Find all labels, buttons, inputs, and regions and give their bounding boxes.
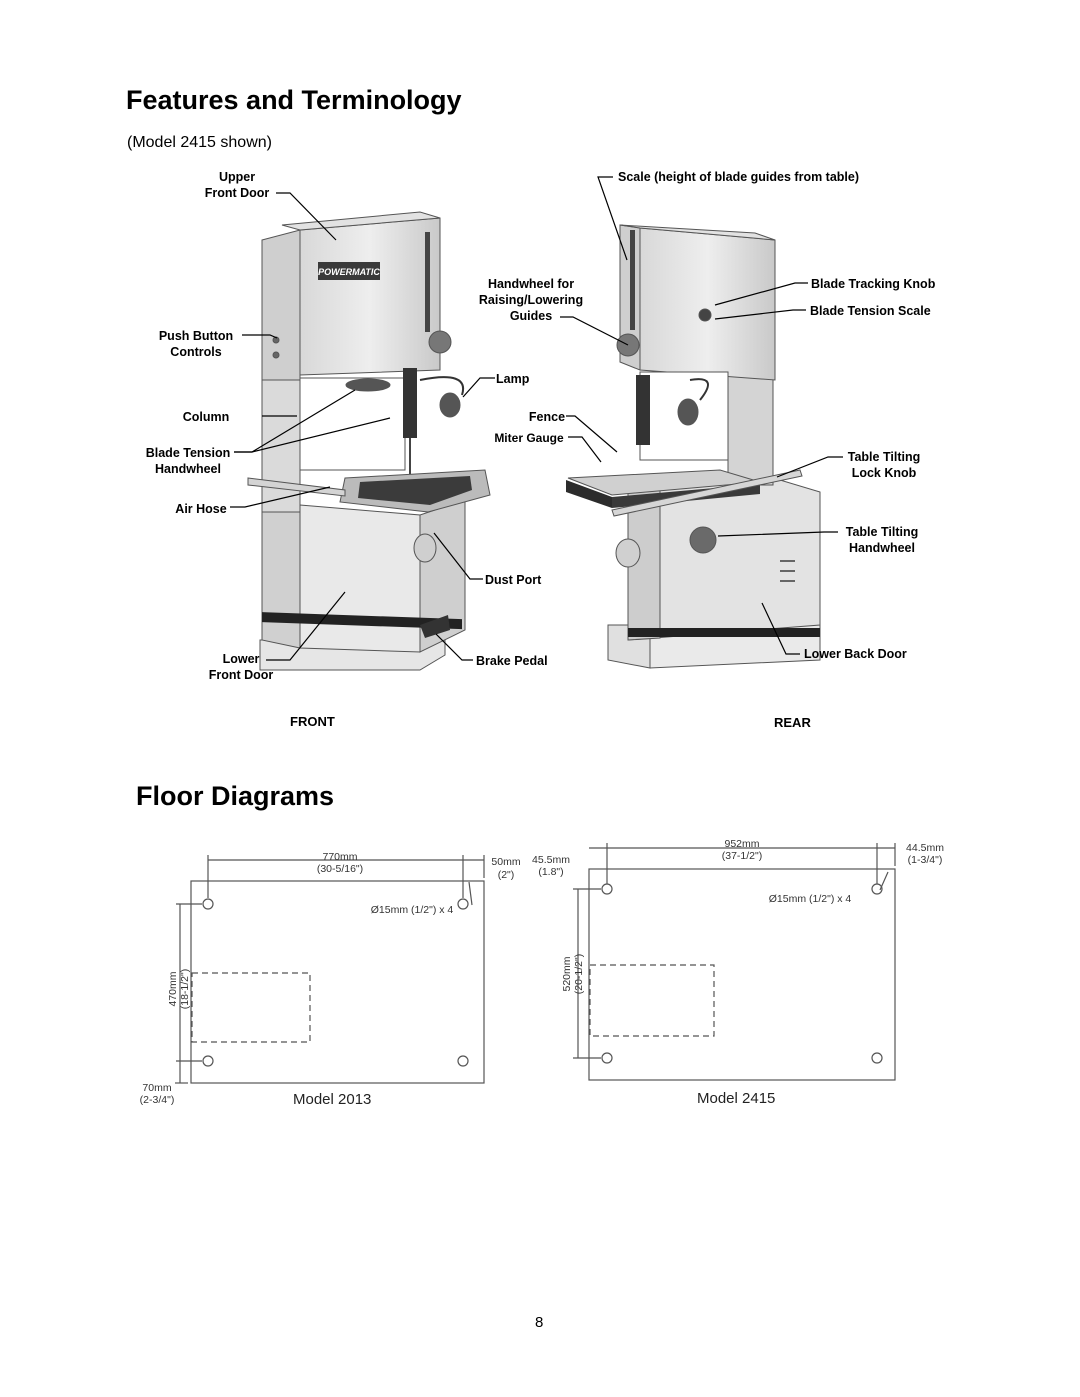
label-fence: Fence — [528, 410, 566, 424]
m2415-width-in: (37-1/2") — [721, 850, 763, 862]
m2415-left-offset-mm: 45.5mm — [532, 854, 570, 866]
m2013-holes: Ø15mm (1/2") x 4 — [370, 904, 454, 916]
model-2415-footprint — [573, 843, 896, 1081]
m2415-width-mm: 952mm — [724, 838, 760, 850]
m2013-height-mm: 470mm — [167, 971, 179, 1007]
rear-view-saw — [566, 224, 821, 669]
label-table-tilting-handwheel: Table Tilting Handwheel — [845, 525, 919, 555]
label-blade-tension-handwheel: Blade Tension Handwheel — [145, 446, 231, 476]
m2013-width-mm: 770mm — [322, 851, 358, 863]
m2415-right-offset-mm: 44.5mm — [906, 842, 944, 854]
m2013-height-in: (18-1/2") — [179, 968, 191, 1010]
label-column: Column — [182, 410, 230, 424]
label-blade-tracking-knob: Blade Tracking Knob — [811, 277, 936, 291]
model-shown-subtitle: (Model 2415 shown) — [127, 134, 272, 151]
label-table-tilting-lock-knob: Table Tilting Lock Knob — [847, 450, 921, 480]
model-2415-caption: Model 2415 — [697, 1090, 776, 1107]
label-blade-tension-scale: Blade Tension Scale — [810, 304, 931, 318]
m2013-width-in: (30-5/16") — [316, 863, 364, 875]
label-brake-pedal: Brake Pedal — [476, 654, 548, 668]
m2415-height-mm: 520mm — [561, 956, 573, 992]
front-view-saw — [247, 211, 491, 671]
floor-diagrams-title: Floor Diagrams — [136, 781, 335, 811]
m2013-bottom-in: (2-3/4") — [139, 1094, 175, 1106]
label-miter-gauge: Miter Gauge — [494, 431, 564, 445]
label-air-hose: Air Hose — [175, 502, 227, 516]
m2415-height-in: (20-1/2") — [573, 953, 585, 995]
model-2013-caption: Model 2013 — [293, 1091, 372, 1108]
m2415-holes: Ø15mm (1/2") x 4 — [768, 893, 852, 905]
m2013-bottom-mm: 70mm — [142, 1082, 172, 1094]
label-handwheel-guides: Handwheel for Raising/Lowering Guides — [478, 277, 584, 323]
m2013-offset-mm: 50mm — [491, 856, 521, 868]
page-number: 8 — [535, 1314, 544, 1331]
m2415-left-offset-in: (1.8") — [538, 866, 564, 878]
label-upper-front-door: Upper Front Door — [204, 170, 270, 200]
label-lower-back-door: Lower Back Door — [804, 647, 907, 661]
m2415-right-offset-in: (1-3/4") — [907, 854, 943, 866]
label-lamp: Lamp — [496, 372, 530, 386]
rear-caption: REAR — [774, 715, 811, 730]
model-2013-footprint — [175, 855, 485, 1084]
label-push-button-controls: Push Button Controls — [158, 329, 234, 359]
callout-leader-lines — [230, 176, 843, 661]
front-caption: FRONT — [290, 714, 335, 729]
features-title: Features and Terminology — [126, 85, 462, 115]
m2013-offset-in: (2") — [497, 869, 515, 881]
powermatic-logo: POWERMATIC — [318, 267, 380, 277]
label-dust-port: Dust Port — [485, 573, 542, 587]
label-scale: Scale (height of blade guides from table… — [618, 170, 860, 184]
label-lower-front-door: Lower Front Door — [208, 652, 274, 682]
